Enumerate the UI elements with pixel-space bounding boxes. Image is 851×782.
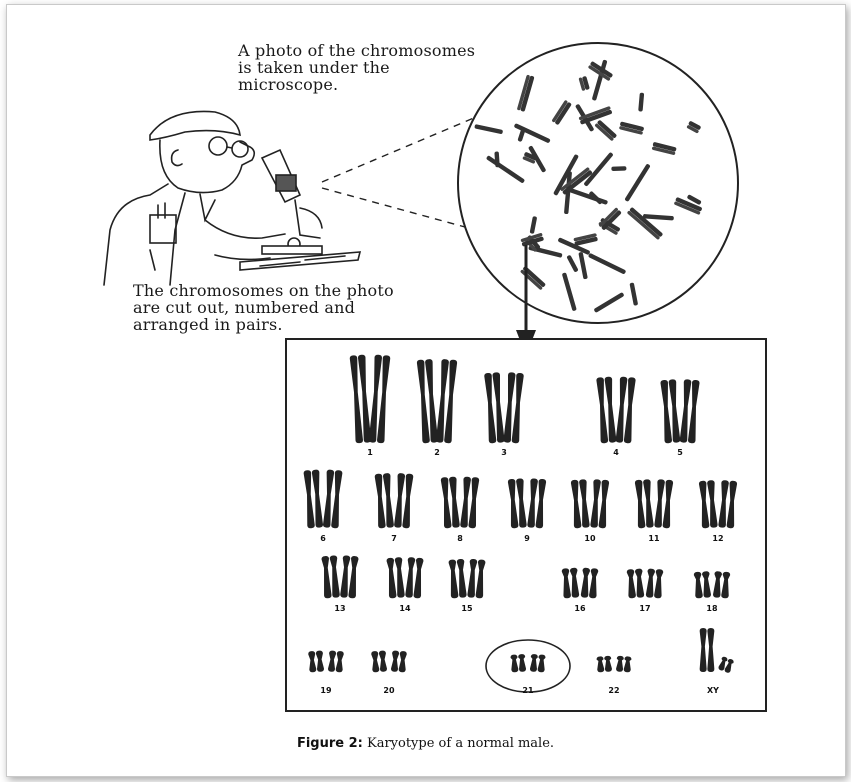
- pair-label-13: 13: [325, 604, 355, 613]
- figure-text: Karyotype of a normal male.: [367, 736, 554, 751]
- pair-label-1: 1: [355, 448, 385, 457]
- spread-chromosome: [611, 166, 626, 171]
- pair-label-10: 10: [575, 534, 605, 543]
- pair-label-21: 21: [513, 686, 543, 695]
- pair-label-8: 8: [445, 534, 475, 543]
- pair-label-4: 4: [601, 448, 631, 457]
- pair-label-22: 22: [599, 686, 629, 695]
- pair-label-9: 9: [512, 534, 542, 543]
- figure-label: Figure 2:: [297, 736, 363, 751]
- pair-label-xy: XY: [698, 686, 728, 695]
- pair-label-18: 18: [697, 604, 727, 613]
- pair-label-15: 15: [452, 604, 482, 613]
- pair-label-5: 5: [665, 448, 695, 457]
- pair-label-19: 19: [311, 686, 341, 695]
- pair-label-2: 2: [422, 448, 452, 457]
- scientist-illustration: [104, 111, 360, 285]
- pair-label-11: 11: [639, 534, 669, 543]
- pair-label-12: 12: [703, 534, 733, 543]
- pair-label-20: 20: [374, 686, 404, 695]
- pair-label-16: 16: [565, 604, 595, 613]
- pair-label-3: 3: [489, 448, 519, 457]
- pair-label-17: 17: [630, 604, 660, 613]
- microscope-view: [458, 43, 738, 323]
- pair-label-6: 6: [308, 534, 338, 543]
- figure-caption: Figure 2: Karyotype of a normal male.: [0, 736, 851, 751]
- pair-label-14: 14: [390, 604, 420, 613]
- pair-label-7: 7: [379, 534, 409, 543]
